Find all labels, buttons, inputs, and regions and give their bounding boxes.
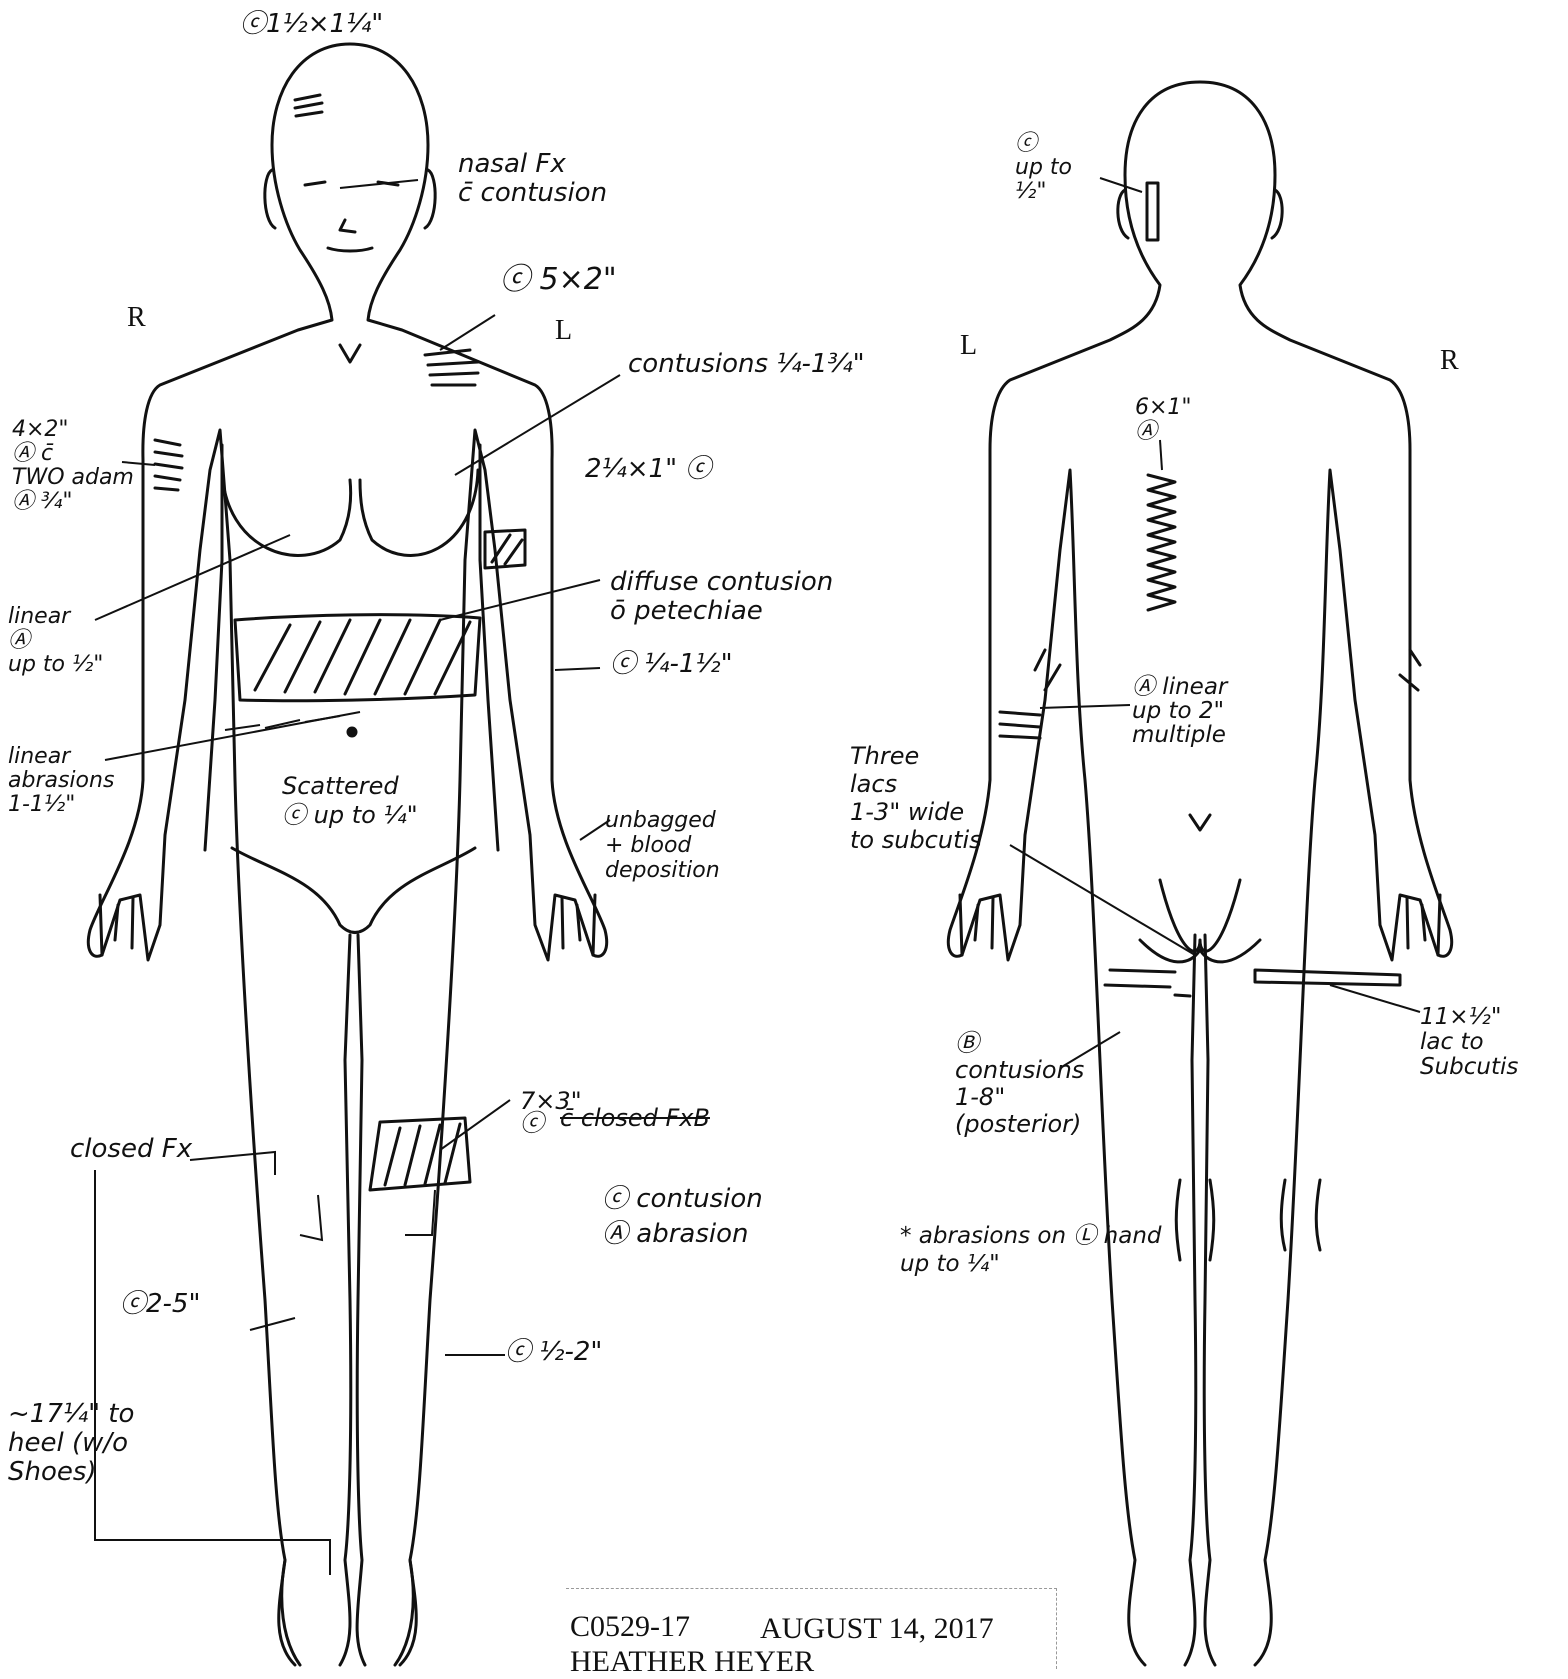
scattered-contusions-note: Scattered ⓒ up to ¼" bbox=[282, 772, 418, 830]
unbagged-hand-note: unbagged + blood deposition bbox=[605, 808, 720, 883]
knee-struck-note: c̄ closed FxB bbox=[560, 1104, 710, 1133]
left-leg-contusion-note: ⓒ ½-2" bbox=[505, 1338, 602, 1367]
left-forearm-contusion-note: ⓒ ¼-1½" bbox=[610, 650, 733, 679]
front-right-label: R bbox=[127, 302, 146, 334]
linear-abrasions-note: linear abrasions 1-1½" bbox=[8, 745, 114, 817]
front-left-label: L bbox=[555, 315, 572, 347]
right-arm-abrasion-note: 4×2" Ⓐ c̄ TWO adam Ⓐ ¾" bbox=[12, 418, 134, 514]
heel-measurement-note: ~17¼" to heel (w/o Shoes) bbox=[8, 1400, 134, 1487]
back-elbow-abrasion-note: Ⓐ linear up to 2" multiple bbox=[1132, 675, 1227, 747]
left-flank-contusion-note: 2¼×1" ⓒ bbox=[585, 455, 711, 484]
thigh-laceration-note: 11×½" lac to Subcutis bbox=[1420, 1005, 1518, 1080]
back-annotation-leaders bbox=[1010, 178, 1420, 1068]
linear-abrasion-note: linear Ⓐ up to ½" bbox=[8, 605, 103, 677]
decedent-name: HEATHER HEYER bbox=[570, 1645, 814, 1679]
posterior-contusions-note: Ⓑ contusions 1-8" (posterior) bbox=[955, 1030, 1084, 1138]
back-ear-contusion-note: ⓒ up to ½" bbox=[1015, 132, 1072, 204]
right-leg-contusion-note: ⓒ2-5" bbox=[120, 1290, 200, 1319]
legend-abrasion: Ⓐ abrasion bbox=[602, 1220, 748, 1249]
diffuse-contusion-note: diffuse contusion ō petechiae bbox=[610, 568, 833, 626]
back-body-outline bbox=[948, 82, 1451, 1665]
scalp-contusion-note: ⓒ1½×1¼" bbox=[240, 10, 383, 39]
autopsy-date: AUGUST 14, 2017 bbox=[760, 1612, 994, 1646]
three-lacerations-note: Three lacs 1-3" wide to subcutis bbox=[850, 742, 982, 854]
legend-contusion: ⓒ contusion bbox=[602, 1185, 763, 1214]
back-left-label: L bbox=[960, 330, 977, 362]
chest-contusions-note: contusions ¼-1¾" bbox=[628, 350, 865, 379]
left-hand-abrasions-note: * abrasions on Ⓛ hand up to ¼" bbox=[900, 1222, 1162, 1278]
nasal-fracture-note: nasal Fx c̄ contusion bbox=[458, 150, 607, 208]
case-number: C0529-17 bbox=[570, 1610, 690, 1644]
shoulder-contusion-note: ⓒ 5×2" bbox=[500, 265, 617, 294]
closed-fracture-note: closed Fx bbox=[70, 1135, 192, 1164]
back-spine-abrasion-note: 6×1" Ⓐ bbox=[1135, 396, 1192, 444]
back-right-label: R bbox=[1440, 345, 1459, 377]
